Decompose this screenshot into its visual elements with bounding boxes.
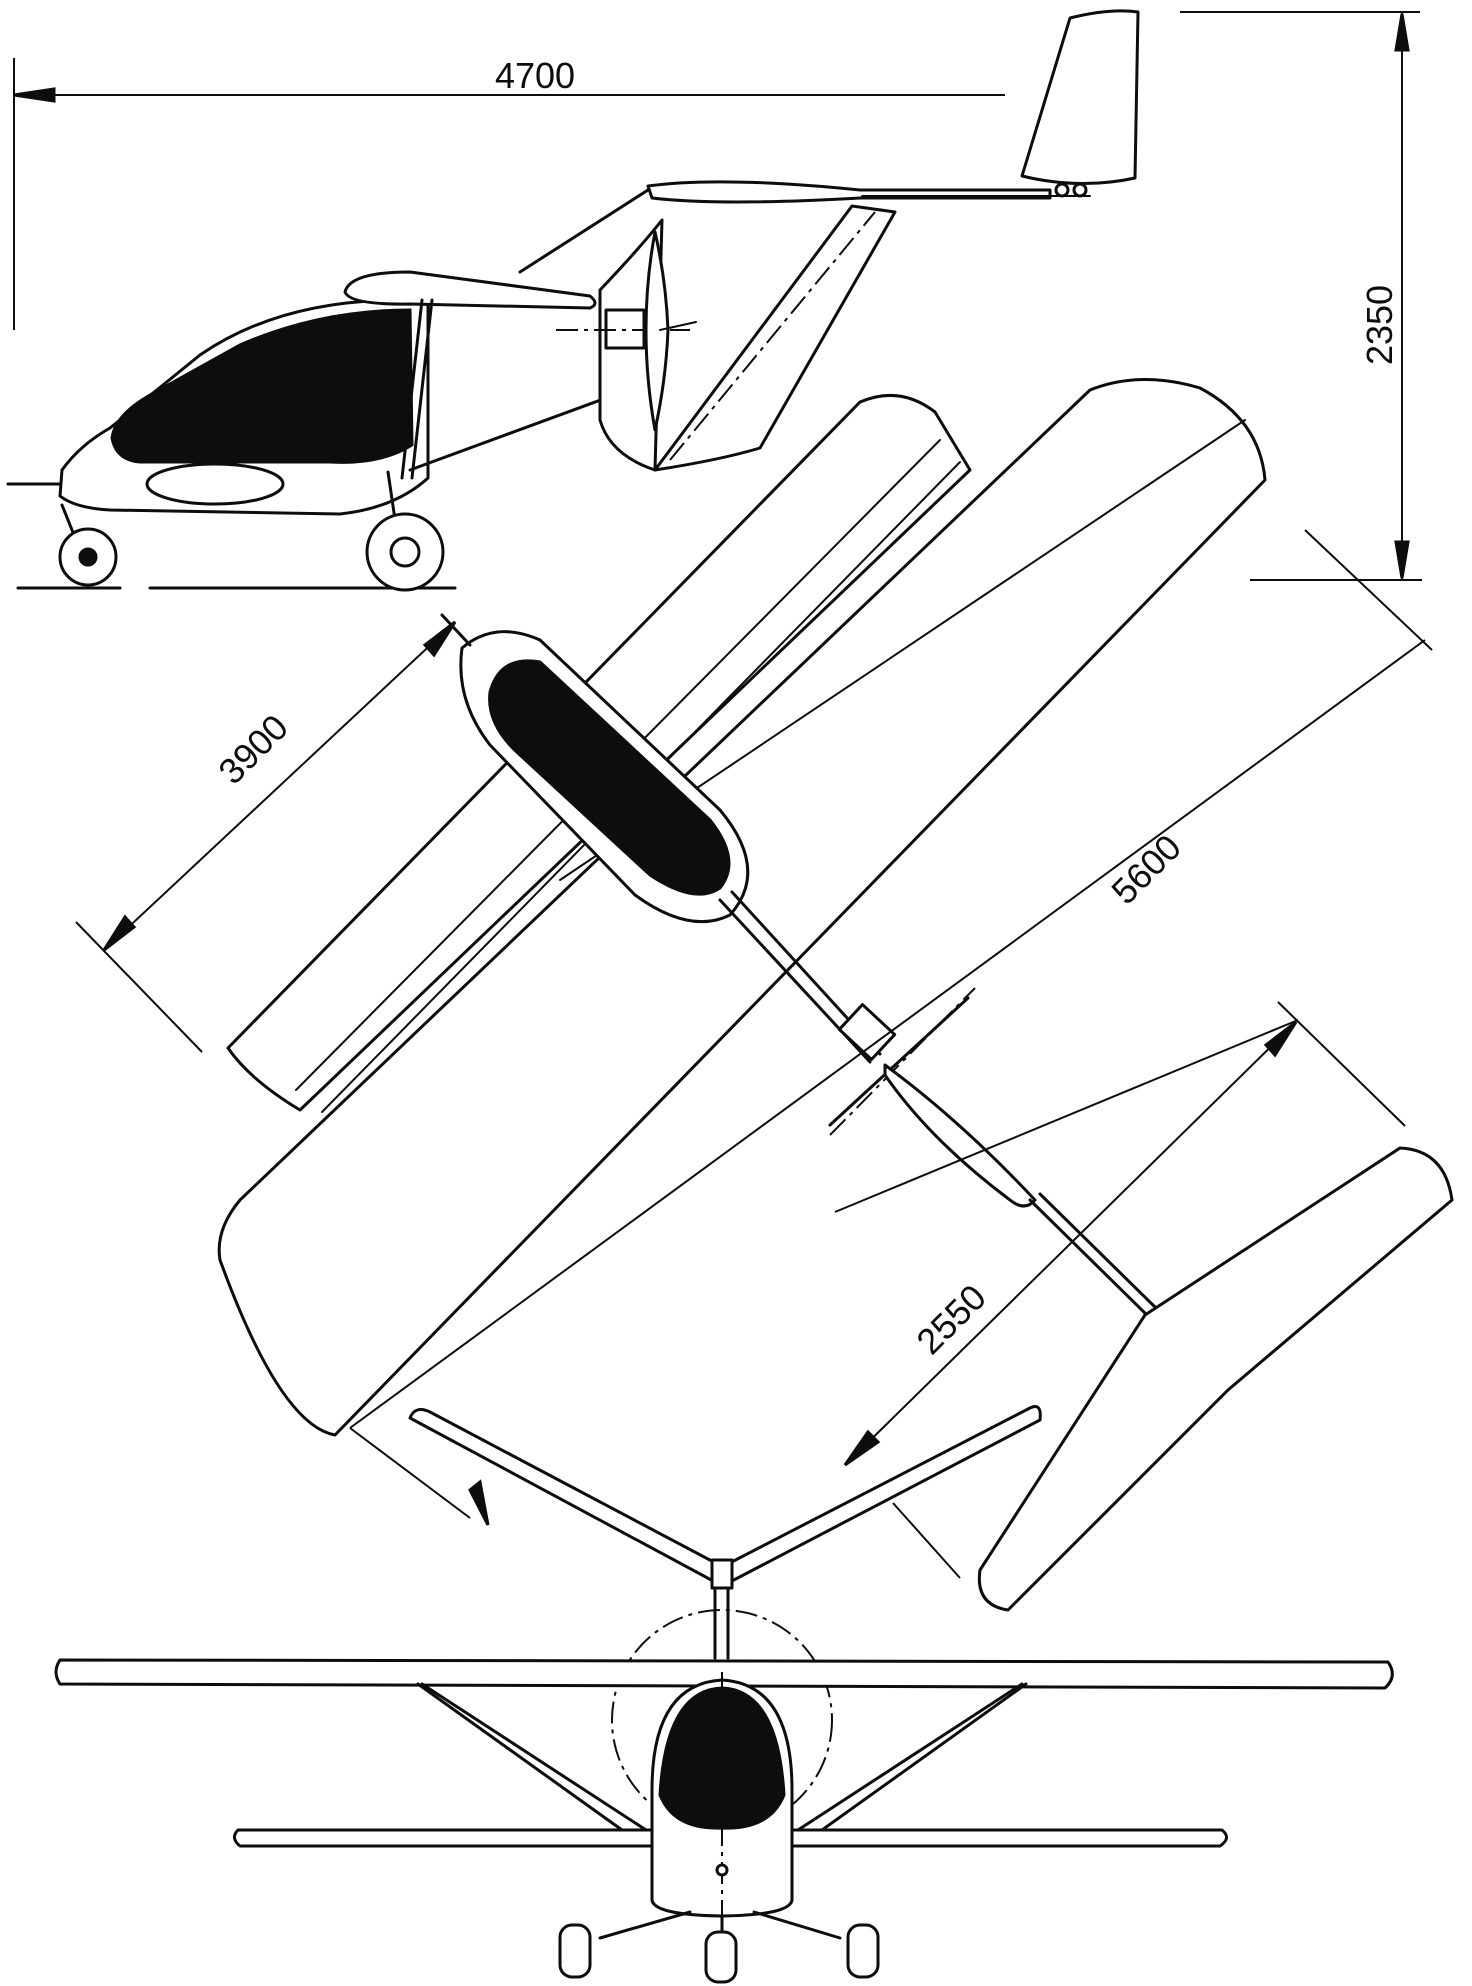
prop-axis-plan <box>829 987 976 1136</box>
v-tail-right <box>718 1405 1042 1584</box>
fin-hinge <box>1054 182 1070 198</box>
spinner-front <box>715 1863 729 1877</box>
extension-line <box>349 1427 471 1519</box>
side-view <box>6 9 1140 592</box>
front-view <box>54 1405 1394 1984</box>
tail-boom-tube <box>646 180 1052 204</box>
dimension-line <box>844 1021 1297 1466</box>
engine-plan <box>837 1003 897 1061</box>
arrowhead <box>102 914 137 952</box>
wing-strut <box>410 298 434 480</box>
dimension-line <box>349 639 1426 1429</box>
wing-strut <box>400 298 424 480</box>
left-wheel <box>558 1923 592 1979</box>
extension-line <box>892 1502 961 1579</box>
main-wheel-hub <box>389 536 421 568</box>
ventral-fin <box>653 204 897 472</box>
tail-boom-upper <box>518 188 650 274</box>
extension-line <box>1277 1001 1406 1127</box>
extension-line <box>75 921 203 1053</box>
height-dimension: 2350 <box>1180 11 1422 581</box>
arrowhead <box>1394 540 1410 579</box>
rear-boom-plan <box>1028 1198 1152 1320</box>
spinner <box>659 321 697 331</box>
strut-right <box>796 1682 1024 1832</box>
v-tail-left <box>408 1408 727 1584</box>
strut-right <box>806 1682 1028 1842</box>
rear-boom-plan <box>1038 1192 1160 1312</box>
canopy <box>110 308 414 464</box>
upper-wing-front <box>54 1658 1394 1690</box>
height-label: 2350 <box>1359 285 1400 365</box>
nose-pitot-plan <box>440 613 472 647</box>
plan-view <box>217 377 1454 1612</box>
side-window <box>145 462 285 506</box>
gear-leg-right <box>752 1910 842 1940</box>
upper-wing <box>217 377 1267 1437</box>
upper-wing-side <box>343 270 597 310</box>
span-lower-label: 3900 <box>210 706 296 792</box>
canopy-plan <box>488 659 731 896</box>
tail-hub <box>710 1558 734 1590</box>
arrowhead <box>1394 13 1410 52</box>
length-label: 4700 <box>495 55 575 96</box>
dimension-line <box>103 621 456 951</box>
vertical-fin <box>1020 9 1140 186</box>
right-wheel <box>846 1923 880 1979</box>
fin-hinge <box>1072 182 1088 198</box>
arrowhead <box>13 87 56 103</box>
arrowhead <box>468 1479 490 1526</box>
dimension-line <box>834 1019 1299 1213</box>
boom-fairing-plan <box>883 1063 1037 1208</box>
nose-wheel-front <box>704 1930 738 1984</box>
propeller <box>644 230 670 432</box>
ventral-centerline <box>669 211 876 461</box>
gear-leg-left <box>598 1910 692 1940</box>
tailplane <box>977 1146 1454 1612</box>
tailplane-span-label: 2550 <box>908 1276 994 1362</box>
arrowhead <box>422 620 457 658</box>
strut-left <box>420 1682 648 1832</box>
strut-left <box>416 1682 638 1842</box>
span-upper-label: 5600 <box>1103 826 1189 912</box>
length-dimension: 4700 <box>13 55 1005 330</box>
nose-wheel-hub <box>78 547 98 567</box>
extension-line <box>1304 529 1433 651</box>
